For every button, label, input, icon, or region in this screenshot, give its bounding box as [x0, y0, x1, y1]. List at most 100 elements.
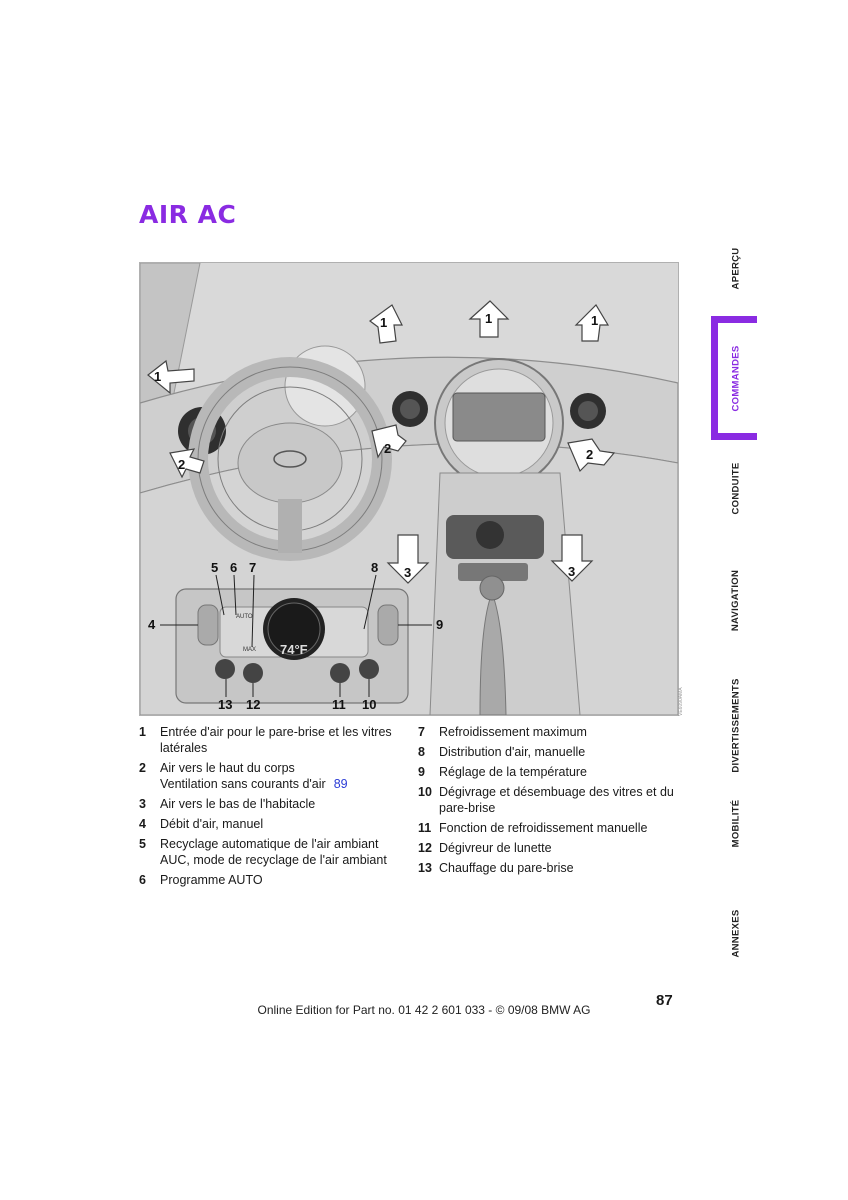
legend-left: 1 Entrée d'air pour le pare-brise et les … [139, 724, 399, 892]
figure-code: VE6090AMA [678, 687, 684, 716]
legend-item: 6 Programme AUTO [139, 872, 399, 888]
legend-text: Distribution d'air, manuelle [439, 744, 688, 760]
legend-line-text: Refroidissement maximum [439, 725, 587, 739]
legend-line: Chauffage du pare-brise [439, 860, 688, 876]
legend-text: Chauffage du pare-brise [439, 860, 688, 876]
footer-text: Online Edition for Part no. 01 42 2 601 … [257, 1003, 591, 1017]
callout-10: 10 [362, 697, 376, 712]
callout-1: 1 [380, 315, 387, 330]
callout-3: 3 [404, 565, 411, 580]
legend-number: 6 [139, 873, 146, 887]
active-tab-marker [711, 316, 757, 440]
max-button-label: MAX [243, 647, 256, 653]
legend-item: 10 Dégivrage et désembuage des vitres et … [418, 784, 688, 816]
legend-line-text: Dégivreur de lunette [439, 841, 552, 855]
legend-text: Entrée d'air pour le pare-brise et les v… [160, 724, 399, 756]
chapter-tabs: APERÇU COMMANDES CONDUITE NAVIGATION DIV… [706, 228, 766, 968]
legend-number: 2 [139, 761, 146, 775]
legend-text: Air vers le bas de l'habitacle [160, 796, 399, 812]
legend-item: 11 Fonction de refroidissement manuelle [418, 820, 688, 836]
legend-line-text: Air vers le haut du corps [160, 761, 295, 775]
callout-1: 1 [485, 311, 492, 326]
callout-5: 5 [211, 560, 218, 575]
legend-line: Air vers le bas de l'habitacle [160, 796, 399, 812]
tab-commandes[interactable]: COMMANDES [730, 344, 742, 412]
callout-1: 1 [591, 313, 598, 328]
callout-9: 9 [436, 617, 443, 632]
legend-line: Ventilation sans courants d'air 89 [160, 776, 399, 792]
legend-line-text: Recyclage automatique de l'air ambiant A… [160, 837, 387, 867]
legend-number: 9 [418, 765, 425, 779]
tab-mobilite[interactable]: MOBILITÉ [730, 799, 742, 847]
legend-line: Recyclage automatique de l'air ambiant A… [160, 836, 399, 868]
legend-number: 8 [418, 745, 425, 759]
legend-text: Fonction de refroidissement manuelle [439, 820, 688, 836]
legend-line-text: Entrée d'air pour le pare-brise et les v… [160, 725, 392, 755]
legend-text: Dégivreur de lunette [439, 840, 688, 856]
callout-6: 6 [230, 560, 237, 575]
callout-4: 4 [148, 617, 156, 632]
callout-3: 3 [568, 564, 575, 579]
legend-line: Refroidissement maximum [439, 724, 688, 740]
callout-2: 2 [384, 441, 391, 456]
legend-number: 13 [418, 861, 432, 875]
legend-item: 1 Entrée d'air pour le pare-brise et les … [139, 724, 399, 756]
legend-line: Réglage de la température [439, 764, 688, 780]
tab-divertissements[interactable]: DIVERTISSEMENTS [730, 678, 742, 773]
tab-apercu[interactable]: APERÇU [730, 247, 742, 289]
page-reference-link[interactable]: 89 [333, 777, 348, 791]
callout-12: 12 [246, 697, 260, 712]
legend-line-text: Débit d'air, manuel [160, 817, 264, 831]
legend-text: Réglage de la température [439, 764, 688, 780]
legend-line-text: Air vers le bas de l'habitacle [160, 797, 316, 811]
legend-text: Programme AUTO [160, 872, 399, 888]
legend-right: 7 Refroidissement maximum 8 Distribution d'… [418, 724, 688, 880]
legend-text: Débit d'air, manuel [160, 816, 399, 832]
legend-line: Programme AUTO [160, 872, 399, 888]
callout-13: 13 [218, 697, 232, 712]
callout-2: 2 [178, 457, 185, 472]
legend-line-text: Chauffage du pare-brise [439, 861, 574, 875]
legend-item: 12 Dégivreur de lunette [418, 840, 688, 856]
legend-text: Recyclage automatique de l'air ambiant A… [160, 836, 399, 868]
legend-number: 4 [139, 817, 146, 831]
legend-item: 8 Distribution d'air, manuelle [418, 744, 688, 760]
legend-line: Fonction de refroidissement manuelle [439, 820, 688, 836]
legend-number: 10 [418, 785, 432, 799]
legend-line-text: Réglage de la température [439, 765, 588, 779]
auto-button-label: AUTO [236, 614, 253, 620]
tab-conduite[interactable]: CONDUITE [730, 461, 742, 515]
legend-line: Entrée d'air pour le pare-brise et les v… [160, 724, 399, 756]
legend-line: Distribution d'air, manuelle [439, 744, 688, 760]
callout-8: 8 [371, 560, 378, 575]
legend-line: Dégivreur de lunette [439, 840, 688, 856]
legend-item: 4 Débit d'air, manuel [139, 816, 399, 832]
legend-item: 9 Réglage de la température [418, 764, 688, 780]
legend-line: Dégivrage et désembuage des vitres et du… [439, 784, 688, 816]
callout-1: 1 [154, 369, 161, 384]
legend-text: Dégivrage et désembuage des vitres et du… [439, 784, 688, 816]
tab-annexes[interactable]: ANNEXES [730, 908, 742, 958]
callout-7: 7 [249, 560, 256, 575]
callout-2: 2 [586, 447, 593, 462]
callout-11: 11 [332, 697, 346, 712]
tab-navigation[interactable]: NAVIGATION [730, 569, 742, 632]
legend-number: 12 [418, 841, 432, 855]
legend-item: 13 Chauffage du pare-brise [418, 860, 688, 876]
legend-line-text: Programme AUTO [160, 873, 263, 887]
legend-text: Refroidissement maximum [439, 724, 688, 740]
legend-line-text: Fonction de refroidissement manuelle [439, 821, 648, 835]
legend-line-text: Ventilation sans courants d'air [160, 777, 326, 791]
legend-item: 7 Refroidissement maximum [418, 724, 688, 740]
legend-line-text: Dégivrage et désembuage des vitres et du… [439, 785, 674, 815]
legend-number: 11 [418, 821, 432, 835]
legend-number: 7 [418, 725, 425, 739]
legend-line: Débit d'air, manuel [160, 816, 399, 832]
legend-line: Air vers le haut du corps [160, 760, 399, 776]
legend-line-text: Distribution d'air, manuelle [439, 745, 586, 759]
legend-number: 1 [139, 725, 146, 739]
